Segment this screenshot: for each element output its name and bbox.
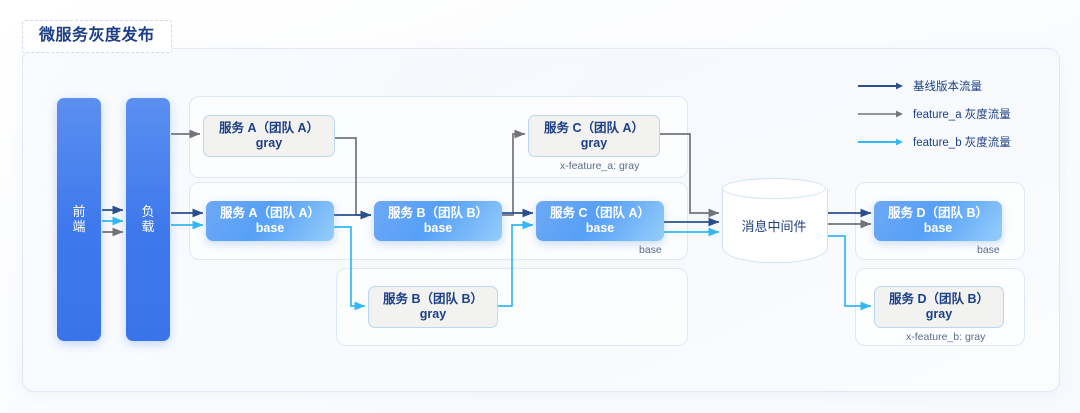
node-title: 服务 D（团队 B） bbox=[887, 205, 988, 220]
legend-line-feature-a bbox=[858, 110, 903, 118]
node-service-a-base[interactable]: 服务 A（团队 A） base bbox=[206, 201, 334, 241]
node-service-b-base[interactable]: 服务 B（团队 B） base bbox=[374, 201, 502, 241]
node-version: gray bbox=[580, 136, 608, 150]
middleware-label: 消息中间件 bbox=[741, 219, 807, 234]
frontend-bar[interactable]: 前端 bbox=[57, 98, 101, 341]
legend-item-feature-a[interactable]: feature_a 灰度流量 bbox=[858, 106, 1011, 122]
legend-line-feature-b bbox=[858, 138, 903, 146]
tag-feature-a-gray: x-feature_a: gray bbox=[560, 160, 640, 172]
legend-item-baseline[interactable]: 基线版本流量 bbox=[858, 78, 982, 94]
cylinder-body bbox=[722, 188, 828, 263]
node-service-d-base[interactable]: 服务 D（团队 B） base bbox=[874, 201, 1002, 241]
node-version: gray bbox=[419, 307, 447, 321]
node-version: base bbox=[585, 221, 615, 235]
node-version: gray bbox=[925, 307, 953, 321]
tag-c-base: base bbox=[639, 244, 662, 256]
loadbalancer-label: 负载 bbox=[141, 203, 155, 234]
node-title: 服务 D（团队 B） bbox=[888, 291, 989, 306]
node-version: base bbox=[255, 221, 285, 235]
legend-label: 基线版本流量 bbox=[913, 81, 982, 93]
frontend-label: 前端 bbox=[72, 203, 86, 234]
cylinder-top bbox=[722, 178, 826, 199]
node-title: 服务 C（团队 A） bbox=[543, 120, 644, 135]
node-service-c-gray[interactable]: 服务 C（团队 A） gray bbox=[528, 115, 660, 157]
legend-label: feature_a 灰度流量 bbox=[913, 109, 1011, 121]
node-service-c-base[interactable]: 服务 C（团队 A） base bbox=[536, 201, 664, 241]
legend-label: feature_b 灰度流量 bbox=[913, 137, 1011, 149]
node-title: 服务 A（团队 A） bbox=[219, 205, 320, 220]
node-title: 服务 B（团队 B） bbox=[387, 205, 488, 220]
tag-d-base: base bbox=[977, 244, 1000, 256]
node-service-a-gray[interactable]: 服务 A（团队 A） gray bbox=[203, 115, 335, 157]
legend-item-feature-b[interactable]: feature_b 灰度流量 bbox=[858, 134, 1011, 150]
tag-feature-b-gray: x-feature_b: gray bbox=[906, 331, 986, 343]
node-title: 服务 A（团队 A） bbox=[218, 120, 319, 135]
node-version: base bbox=[423, 221, 453, 235]
node-version: base bbox=[923, 221, 953, 235]
legend-line-baseline bbox=[858, 82, 903, 90]
page-title: 微服务灰度发布 bbox=[22, 20, 172, 53]
message-middleware[interactable]: 消息中间件 bbox=[722, 178, 828, 273]
node-version: gray bbox=[255, 136, 283, 150]
loadbalancer-bar[interactable]: 负载 bbox=[126, 98, 170, 341]
node-service-b-gray[interactable]: 服务 B（团队 B） gray bbox=[368, 286, 498, 328]
node-title: 服务 C（团队 A） bbox=[549, 205, 650, 220]
node-title: 服务 B（团队 B） bbox=[382, 291, 483, 306]
node-service-d-gray[interactable]: 服务 D（团队 B） gray bbox=[874, 286, 1004, 328]
legend: 基线版本流量 feature_a 灰度流量 feature_b 灰度流量 bbox=[858, 78, 1058, 156]
